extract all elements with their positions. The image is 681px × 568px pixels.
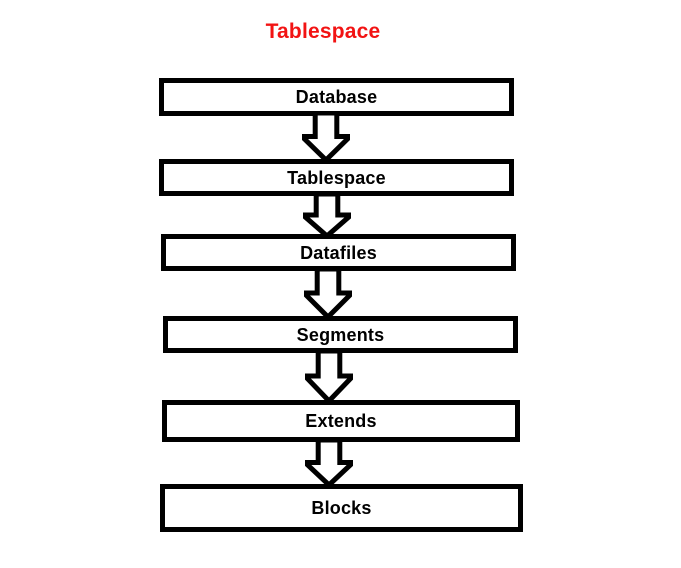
node-box-database[interactable]: Database xyxy=(159,78,514,116)
arrow-down-icon-4 xyxy=(305,351,353,401)
node-label: Tablespace xyxy=(287,167,386,188)
node-box-datafiles[interactable]: Datafiles xyxy=(161,234,516,271)
node-label: Segments xyxy=(296,324,385,345)
node-label: Blocks xyxy=(311,498,372,518)
arrow-down-icon-1 xyxy=(302,113,350,160)
arrow-shape xyxy=(303,194,351,236)
node-box-blocks[interactable]: Blocks xyxy=(160,484,523,532)
node-label: Database xyxy=(295,87,378,107)
node-box-tablespace[interactable]: Tablespace xyxy=(159,159,514,196)
arrow-down-icon-5 xyxy=(305,440,353,485)
arrow-shape xyxy=(304,269,352,317)
arrow-shape xyxy=(305,440,353,485)
arrow-shape xyxy=(302,113,350,160)
arrow-shape xyxy=(305,351,353,401)
arrow-down-icon-3 xyxy=(304,269,352,317)
arrow-down-icon-2 xyxy=(303,194,351,236)
diagram-title: Tablespace xyxy=(265,20,381,43)
node-label: Datafiles xyxy=(300,242,377,263)
node-label: Extends xyxy=(305,411,377,431)
node-box-segments[interactable]: Segments xyxy=(163,316,518,353)
node-box-extends[interactable]: Extends xyxy=(162,400,520,442)
